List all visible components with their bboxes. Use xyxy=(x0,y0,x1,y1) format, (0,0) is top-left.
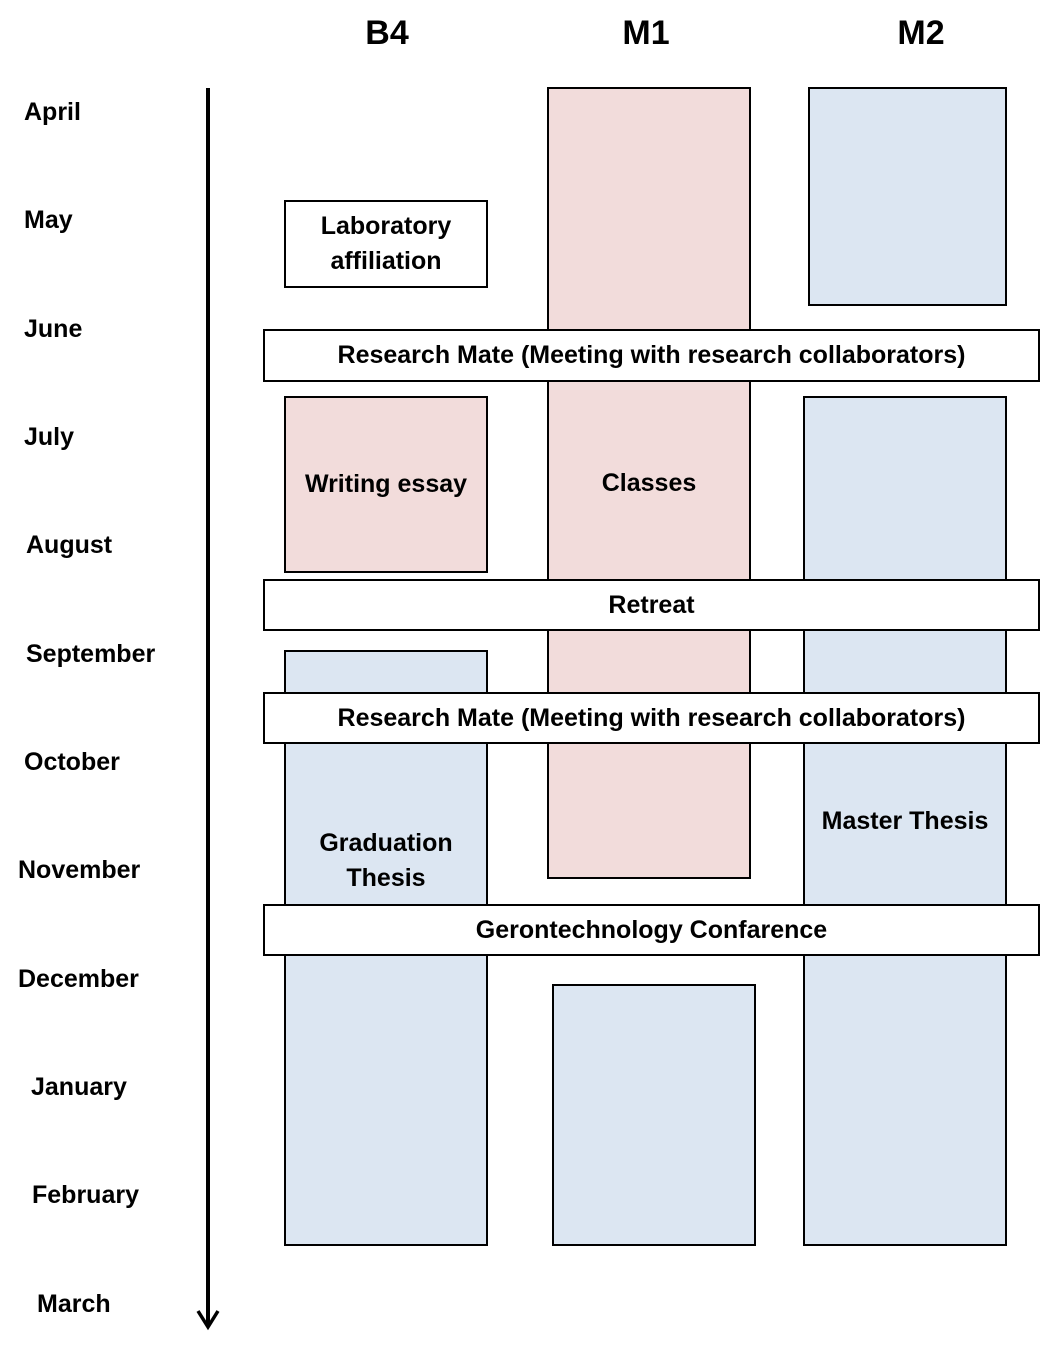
month-december: December xyxy=(18,965,139,993)
month-april: April xyxy=(24,98,81,126)
classes-label: Classes xyxy=(601,469,697,497)
month-january: January xyxy=(31,1073,127,1101)
column-header-b4: B4 xyxy=(365,14,409,52)
b4-lab-affiliation-box: Laboratory affiliation xyxy=(284,200,488,288)
graduation-thesis-label: Graduation Thesis xyxy=(319,829,453,892)
month-march: March xyxy=(37,1290,111,1318)
m2-master-thesis-box xyxy=(803,396,1007,1246)
column-header-m2: M2 xyxy=(897,14,945,52)
month-june: June xyxy=(24,315,83,343)
event-research-mate-october: Research Mate (Meeting with research col… xyxy=(263,692,1040,744)
retreat-label: Retreat xyxy=(608,590,695,619)
month-august: August xyxy=(26,531,113,559)
timeline-arrow-icon xyxy=(196,88,220,1331)
column-header-m1: M1 xyxy=(622,14,670,52)
research-mate-june-label: Research Mate (Meeting with research col… xyxy=(337,341,966,369)
event-retreat: Retreat xyxy=(263,579,1040,631)
conference-label: Gerontechnology Confarence xyxy=(475,915,828,944)
month-february: February xyxy=(32,1181,139,1209)
b4-writing-essay-box: Writing essay xyxy=(284,396,488,573)
writing-essay-label: Writing essay xyxy=(304,470,468,498)
event-research-mate-june: Research Mate (Meeting with research col… xyxy=(263,329,1040,382)
month-september: September xyxy=(26,640,156,668)
master-thesis-label: Master Thesis xyxy=(821,807,989,835)
month-may: May xyxy=(24,206,73,234)
month-november: November xyxy=(18,856,141,884)
lab-affiliation-label: Laboratory affiliation xyxy=(320,212,452,275)
event-gerontechnology-conference: Gerontechnology Confarence xyxy=(263,904,1040,956)
month-july: July xyxy=(24,423,75,451)
m1-classes-box xyxy=(547,87,751,879)
month-october: October xyxy=(24,748,120,776)
research-mate-october-label: Research Mate (Meeting with research col… xyxy=(337,703,966,732)
m1-winter-box xyxy=(552,984,756,1246)
m2-spring-box xyxy=(808,87,1007,306)
